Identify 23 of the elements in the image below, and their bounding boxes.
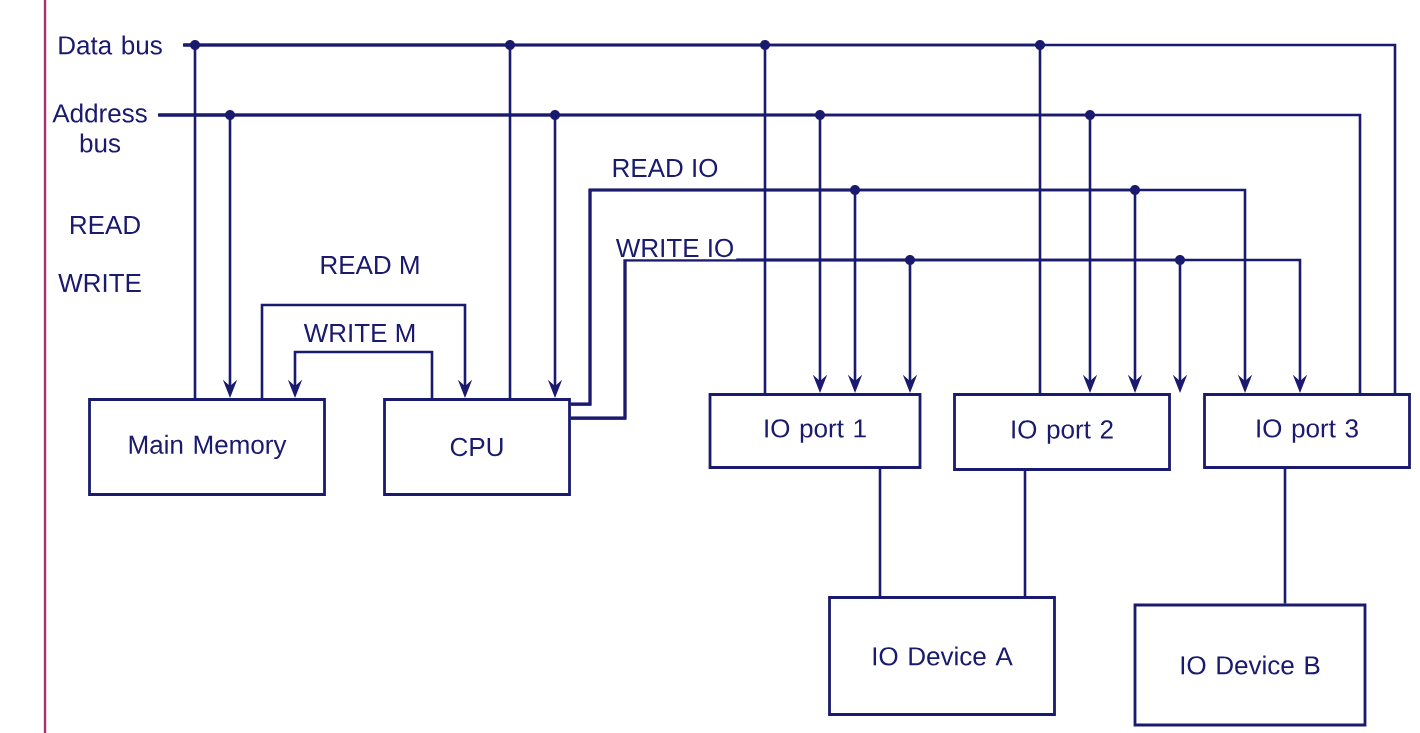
- edge-label: WRITE IO: [613, 236, 737, 260]
- bus-label: Data bus: [59, 35, 162, 55]
- connector: [1023, 470, 1027, 597]
- edge-label: READ M: [317, 254, 423, 276]
- component-box: IO port 1: [708, 393, 922, 469]
- connector: [1283, 468, 1287, 604]
- connector: [260, 303, 473, 399]
- connector: [878, 468, 882, 597]
- edge-label: WRITE M: [301, 322, 419, 344]
- connector: [570, 188, 1253, 406]
- component-box: IO port 2: [953, 393, 1171, 471]
- edge-label: READ IO: [609, 156, 721, 180]
- connector: [183, 43, 1397, 394]
- bus-label: Address bus: [52, 103, 147, 153]
- connector: [570, 258, 1308, 420]
- component-box: Main Memory: [88, 398, 326, 496]
- connector: [158, 113, 1362, 394]
- component-box: IO Device A: [828, 596, 1056, 716]
- signal-label: READ: [71, 216, 140, 234]
- component-box: IO port 3: [1203, 393, 1411, 469]
- component-box: CPU: [383, 398, 571, 496]
- signal-label: WRITE: [58, 274, 141, 292]
- component-box: IO Device B: [1133, 603, 1367, 727]
